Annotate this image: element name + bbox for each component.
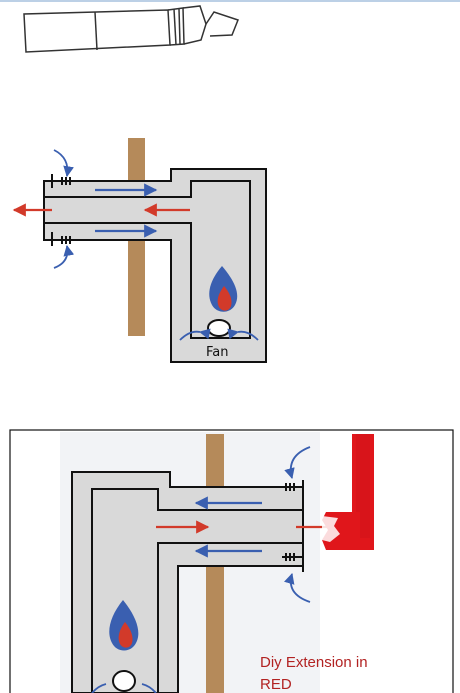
- fan-icon: [91, 670, 157, 693]
- vent-pipe-sketch: [23, 5, 239, 53]
- fan-label: Fan: [206, 345, 229, 360]
- air-in-curve-arrow: [53, 244, 75, 269]
- outlet-cap-top: [51, 174, 76, 188]
- air-in-curve-arrow: [53, 149, 74, 178]
- diy-extension: [322, 434, 374, 550]
- outlet-cap-bottom: [51, 232, 76, 246]
- inner-flue: [91, 488, 304, 693]
- outlet-cap-top: [282, 480, 304, 494]
- flame-icon: [109, 600, 139, 651]
- inner-flue: [43, 180, 251, 339]
- outlet-cap-bottom: [282, 551, 304, 572]
- air-in-curve-arrow: [284, 446, 311, 480]
- flame-icon: [209, 266, 238, 312]
- heater-diagram-extension: Diy Extension in RED: [71, 434, 374, 693]
- extension-label-line1: Diy Extension in: [260, 654, 368, 671]
- fan-icon: [179, 319, 259, 341]
- heater-diagram-original: Fan: [12, 138, 267, 363]
- extension-label-line2: RED: [260, 676, 292, 693]
- air-in-curve-arrow: [284, 572, 311, 603]
